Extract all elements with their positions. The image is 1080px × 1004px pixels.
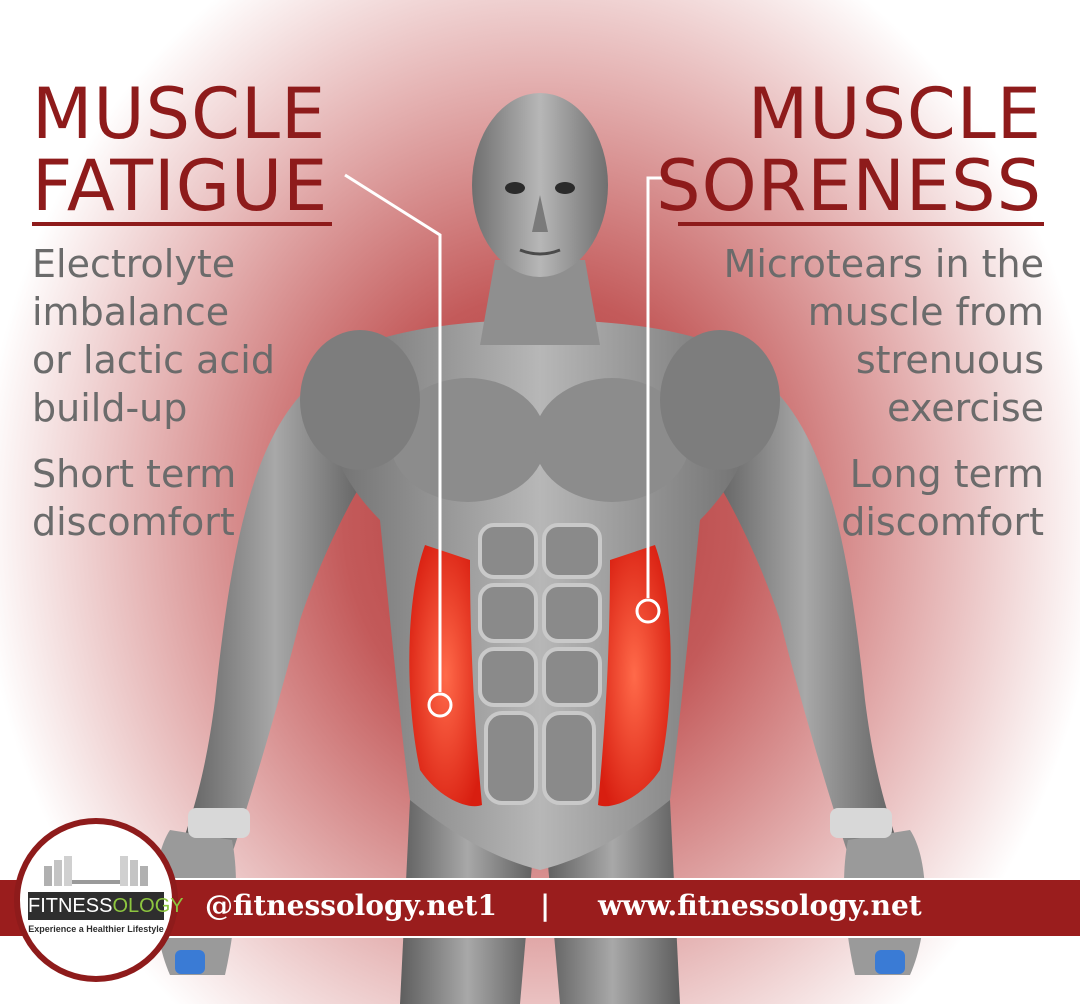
- fatigue-cause-line: or lactic acid: [32, 338, 275, 382]
- soreness-cause-line: strenuous: [855, 338, 1044, 382]
- fatigue-duration-line: discomfort: [32, 500, 235, 544]
- social-handle[interactable]: @fitnessology.net1: [205, 889, 497, 922]
- right-arm: [710, 370, 900, 860]
- fatigue-divider: [32, 222, 332, 226]
- left-wrist-wrap: [188, 808, 250, 838]
- left-arm: [180, 370, 370, 860]
- soreness-duration-line: discomfort: [841, 500, 1044, 544]
- left-eye: [505, 182, 525, 194]
- soreness-cause-text: Microtears in the muscle from strenuous …: [724, 240, 1044, 432]
- fatigue-callout-dot: [427, 692, 453, 718]
- neck: [480, 260, 600, 345]
- left-pectoral: [390, 378, 546, 502]
- soreness-cause-line: muscle from: [807, 290, 1044, 334]
- footer-separator: |: [540, 889, 551, 922]
- abdominals: [478, 523, 602, 805]
- logo-word-fitness: FITNESS: [28, 895, 113, 917]
- fatigue-cause-line: Electrolyte: [32, 242, 236, 286]
- fatigue-callout-line: [344, 173, 442, 692]
- soreness-callout-dot: [635, 598, 661, 624]
- right-eye: [555, 182, 575, 194]
- right-shoulder: [660, 330, 780, 470]
- brand-logo: FITNESSOLOGY Experience a Healthier Life…: [14, 818, 184, 982]
- logo-wordmark: FITNESSOLOGY: [28, 892, 184, 920]
- soreness-cause-line: Microtears in the: [723, 242, 1044, 286]
- fatigue-heading-line-2: FATIGUE: [32, 145, 329, 227]
- logo-tagline: Experience a Healthier Lifestyle: [28, 924, 164, 934]
- head: [472, 93, 608, 277]
- nose: [532, 195, 548, 232]
- fatigue-cause-text: Electrolyte imbalance or lactic acid bui…: [32, 240, 275, 432]
- fatigue-duration-text: Short term discomfort: [32, 450, 236, 546]
- fatigue-heading: MUSCLE FATIGUE: [32, 78, 328, 222]
- soreness-callout-line: [646, 176, 668, 598]
- right-wrist-wrap: [830, 808, 892, 838]
- soreness-duration-line: Long term: [849, 452, 1044, 496]
- website-link[interactable]: www.fitnessology.net: [598, 889, 922, 922]
- mouth: [519, 248, 561, 256]
- soreness-heading-line-1: MUSCLE: [747, 73, 1042, 155]
- barbell-icon: [44, 856, 148, 886]
- left-oblique-highlight: [409, 545, 482, 807]
- right-oblique-highlight: [598, 545, 671, 807]
- soreness-heading: MUSCLE SORENESS: [656, 78, 1042, 222]
- footer-bar: [0, 878, 1080, 938]
- fatigue-heading-line-1: MUSCLE: [32, 73, 327, 155]
- soreness-divider: [678, 222, 1044, 226]
- fatigue-cause-line: build-up: [32, 386, 188, 430]
- right-pectoral: [534, 378, 690, 502]
- fatigue-cause-line: imbalance: [32, 290, 230, 334]
- soreness-cause-line: exercise: [887, 386, 1044, 430]
- fatigue-duration-line: Short term: [32, 452, 237, 496]
- soreness-duration-text: Long term discomfort: [841, 450, 1044, 546]
- soreness-heading-line-2: SORENESS: [656, 145, 1042, 227]
- left-shoulder: [300, 330, 420, 470]
- logo-word-ology: OLOGY: [112, 895, 184, 917]
